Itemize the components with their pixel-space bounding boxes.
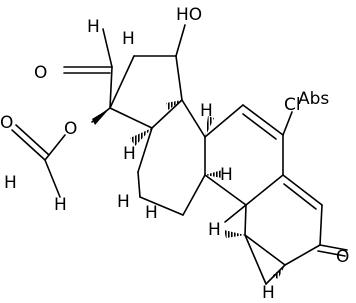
bond-ester-ch3	[44, 159, 61, 198]
bond-ring-d-1	[109, 55, 135, 109]
hydroxyl-label: HO	[176, 5, 202, 25]
bond-ring-d-5	[109, 107, 153, 129]
bond-cl	[282, 111, 293, 136]
bond-ring-b-2a	[242, 104, 284, 136]
bond-ester-c	[44, 134, 66, 161]
atom-labels: O O O HO Cl Abs O H H H H H H H H H H H	[0, 5, 349, 303]
hydrogen-label-9: H	[145, 203, 158, 223]
bond-lines	[11, 24, 348, 285]
bond-ring-a-1b	[283, 183, 317, 210]
bond-ring-c-5	[137, 171, 141, 198]
bond-ring-b-1	[204, 104, 244, 138]
bond-co-lower-1	[319, 244, 348, 251]
stereo-wedges	[92, 100, 285, 279]
wedge-c17-oac	[92, 108, 110, 125]
hydrogen-label-8: H	[117, 192, 130, 212]
hydrogen-label-6: H	[4, 173, 17, 193]
hydrogen-label-5: H	[220, 165, 233, 185]
bond-ring-c-4	[139, 196, 184, 216]
hash-c9-h	[205, 170, 222, 178]
oxo-upper-label: O	[34, 63, 47, 83]
hash-c2-h	[272, 265, 285, 279]
hash-c14-h	[166, 100, 182, 110]
bond-ring-a-3	[284, 244, 321, 266]
bond-ring-b-4	[245, 174, 284, 206]
acetyl-oxygen-label: O	[0, 113, 13, 133]
abs-label: Abs	[298, 89, 329, 109]
bond-ester-co-1	[11, 129, 46, 161]
bond-ester-co-2	[15, 124, 50, 156]
bond-ring-a-4	[244, 234, 286, 266]
bond-oh	[175, 24, 186, 57]
oxo-lower-label: O	[336, 247, 349, 267]
chloro-label: Cl	[284, 95, 301, 115]
bond-acetyl-ch3	[102, 28, 113, 68]
bond-ring-d-4	[151, 99, 183, 129]
bond-methyl-c10	[224, 204, 247, 223]
hydrogen-label-2: H	[122, 29, 135, 49]
bond-acetyl-c17	[109, 66, 113, 109]
hydrogen-label-4: H	[200, 101, 213, 121]
bond-ring-b-2b	[242, 113, 277, 140]
bond-ring-c-3	[182, 174, 206, 216]
hash-c1-h	[224, 230, 245, 238]
hydrogen-label-7: H	[54, 195, 67, 215]
bond-cyclopropane-1	[244, 234, 267, 285]
hydrogen-label-10: H	[208, 220, 221, 240]
bond-co-lower-2	[317, 250, 346, 257]
hydrogen-label-3: H	[123, 144, 136, 164]
hydrogen-label-1: H	[87, 17, 100, 37]
ester-oxygen-label: O	[64, 119, 77, 139]
bond-ring-a-1a	[282, 174, 323, 206]
hash-c8-h	[205, 116, 214, 137]
hash-c13-methyl	[130, 128, 152, 146]
hydrogen-label-11: H	[262, 283, 275, 303]
bond-ring-a-2	[319, 204, 323, 246]
bond-ring-d-3	[175, 55, 183, 101]
bond-ring-b-5	[204, 174, 247, 206]
bond-ring-c-1	[181, 99, 206, 138]
bond-ring-c-6	[137, 127, 153, 173]
bond-ring-a-5	[244, 204, 247, 236]
